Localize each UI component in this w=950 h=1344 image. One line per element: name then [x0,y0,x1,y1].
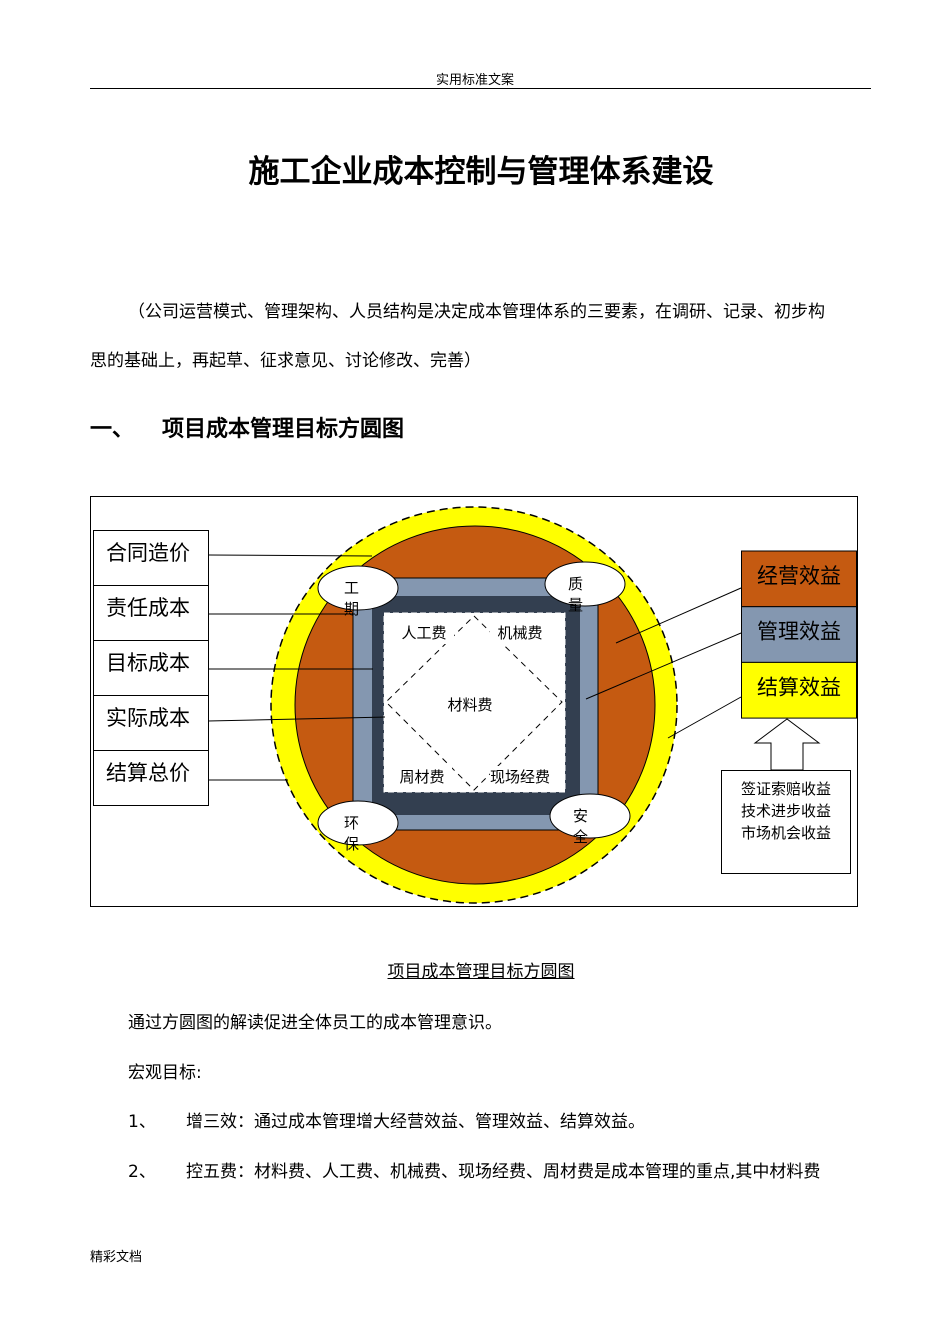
cost-item-label: 周材费 [399,768,444,786]
corner-label-bottom: 期 [344,600,359,618]
benefit-box [741,606,857,663]
diagram-caption: 项目成本管理目标方圆图 [387,962,575,982]
body-paragraph: 宏观目标: [128,1063,202,1083]
list-item-number: 2、 [128,1162,156,1182]
left-box [93,750,209,806]
corner-ellipse [549,793,631,839]
left-box-label: 结算总价 [106,761,190,785]
section-number: 一、 [90,417,135,442]
left-connectors [207,554,742,781]
left-box [93,530,209,586]
corner-label-top: 环 [344,814,359,832]
additional-benefits-box [721,770,851,874]
left-box [93,695,209,751]
corner-label-bottom: 量 [568,596,583,614]
corner-ellipse [544,561,626,607]
diamond-outline [385,615,563,791]
corner-label-top: 安 [573,807,588,825]
left-box-label: 实际成本 [106,706,190,730]
left-box-label: 责任成本 [106,596,190,620]
list-item-text: 控五费：材料费、人工费、机械费、现场经费、周材费是成本管理的重点,其中材料费 [186,1162,821,1182]
corner-label-top: 工 [344,579,359,597]
section-title: 项目成本管理目标方圆图 [162,417,405,442]
corner-label-bottom: 全 [573,828,588,846]
page-header: 实用标准文案 [435,73,514,88]
cost-item-label: 现场经费 [490,768,550,786]
list-item-number: 1、 [128,1112,156,1132]
benefit-label: 经营效益 [757,564,841,588]
benefit-label: 结算效益 [757,675,841,699]
benefit-source-label: 技术进步收益 [741,802,831,820]
left-box [93,585,209,641]
corner-label-bottom: 保 [344,835,359,853]
cost-item-label: 机械费 [497,624,542,642]
intro-paragraph-line2: 思的基础上，再起草、征求意见、讨论修改、完善） [90,351,481,371]
corner-label-top: 质 [568,575,583,593]
left-box [93,640,209,696]
corner-ellipse [317,800,399,846]
page-footer: 精彩文档 [90,1250,143,1265]
page-title: 施工企业成本控制与管理体系建设 [248,154,714,190]
left-box-label: 合同造价 [106,541,190,565]
benefit-label: 管理效益 [757,620,841,644]
cost-item-label: 材料费 [447,696,492,714]
body-paragraph: 通过方圆图的解读促进全体员工的成本管理意识。 [128,1013,502,1033]
benefit-source-label: 市场机会收益 [741,824,831,842]
benefit-box [741,550,857,608]
corner-ellipse [317,565,399,611]
intro-paragraph-line1: （公司运营模式、管理架构、人员结构是决定成本管理体系的三要素，在调研、记录、初步… [128,302,825,322]
header-divider [90,88,871,89]
list-item-text: 增三效：通过成本管理增大经营效益、管理效益、结算效益。 [186,1112,645,1132]
cost-item-label: 人工费 [401,624,446,642]
left-box-label: 目标成本 [106,651,190,675]
benefit-box [741,661,857,719]
section-heading: 一、 项目成本管理目标方圆图 [90,411,432,443]
benefit-source-label: 签证索赔收益 [741,780,831,798]
